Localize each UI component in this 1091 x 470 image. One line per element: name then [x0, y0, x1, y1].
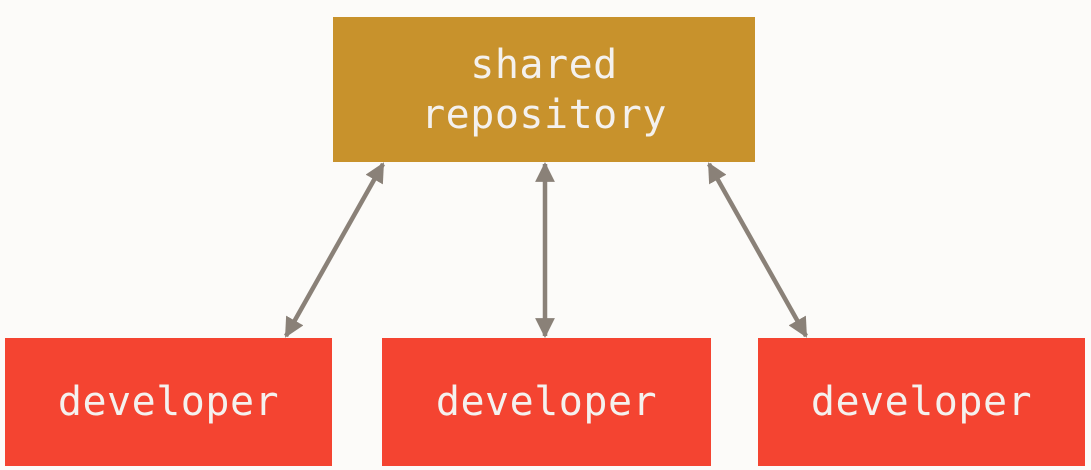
repository-label-line2: repository [421, 91, 667, 138]
edge-repo-developer-3 [707, 162, 808, 338]
repository-label-line1: shared [470, 41, 618, 88]
developer-label: developer [435, 379, 658, 425]
developer-label: developer [57, 379, 280, 425]
developer-node-2: developer [382, 338, 711, 466]
developer-label: developer [810, 379, 1033, 425]
developer-node-3: developer [758, 338, 1085, 466]
edge-repo-developer-1 [284, 162, 385, 338]
shared-repository-node: shared repository [333, 17, 755, 162]
developer-node-1: developer [5, 338, 332, 466]
